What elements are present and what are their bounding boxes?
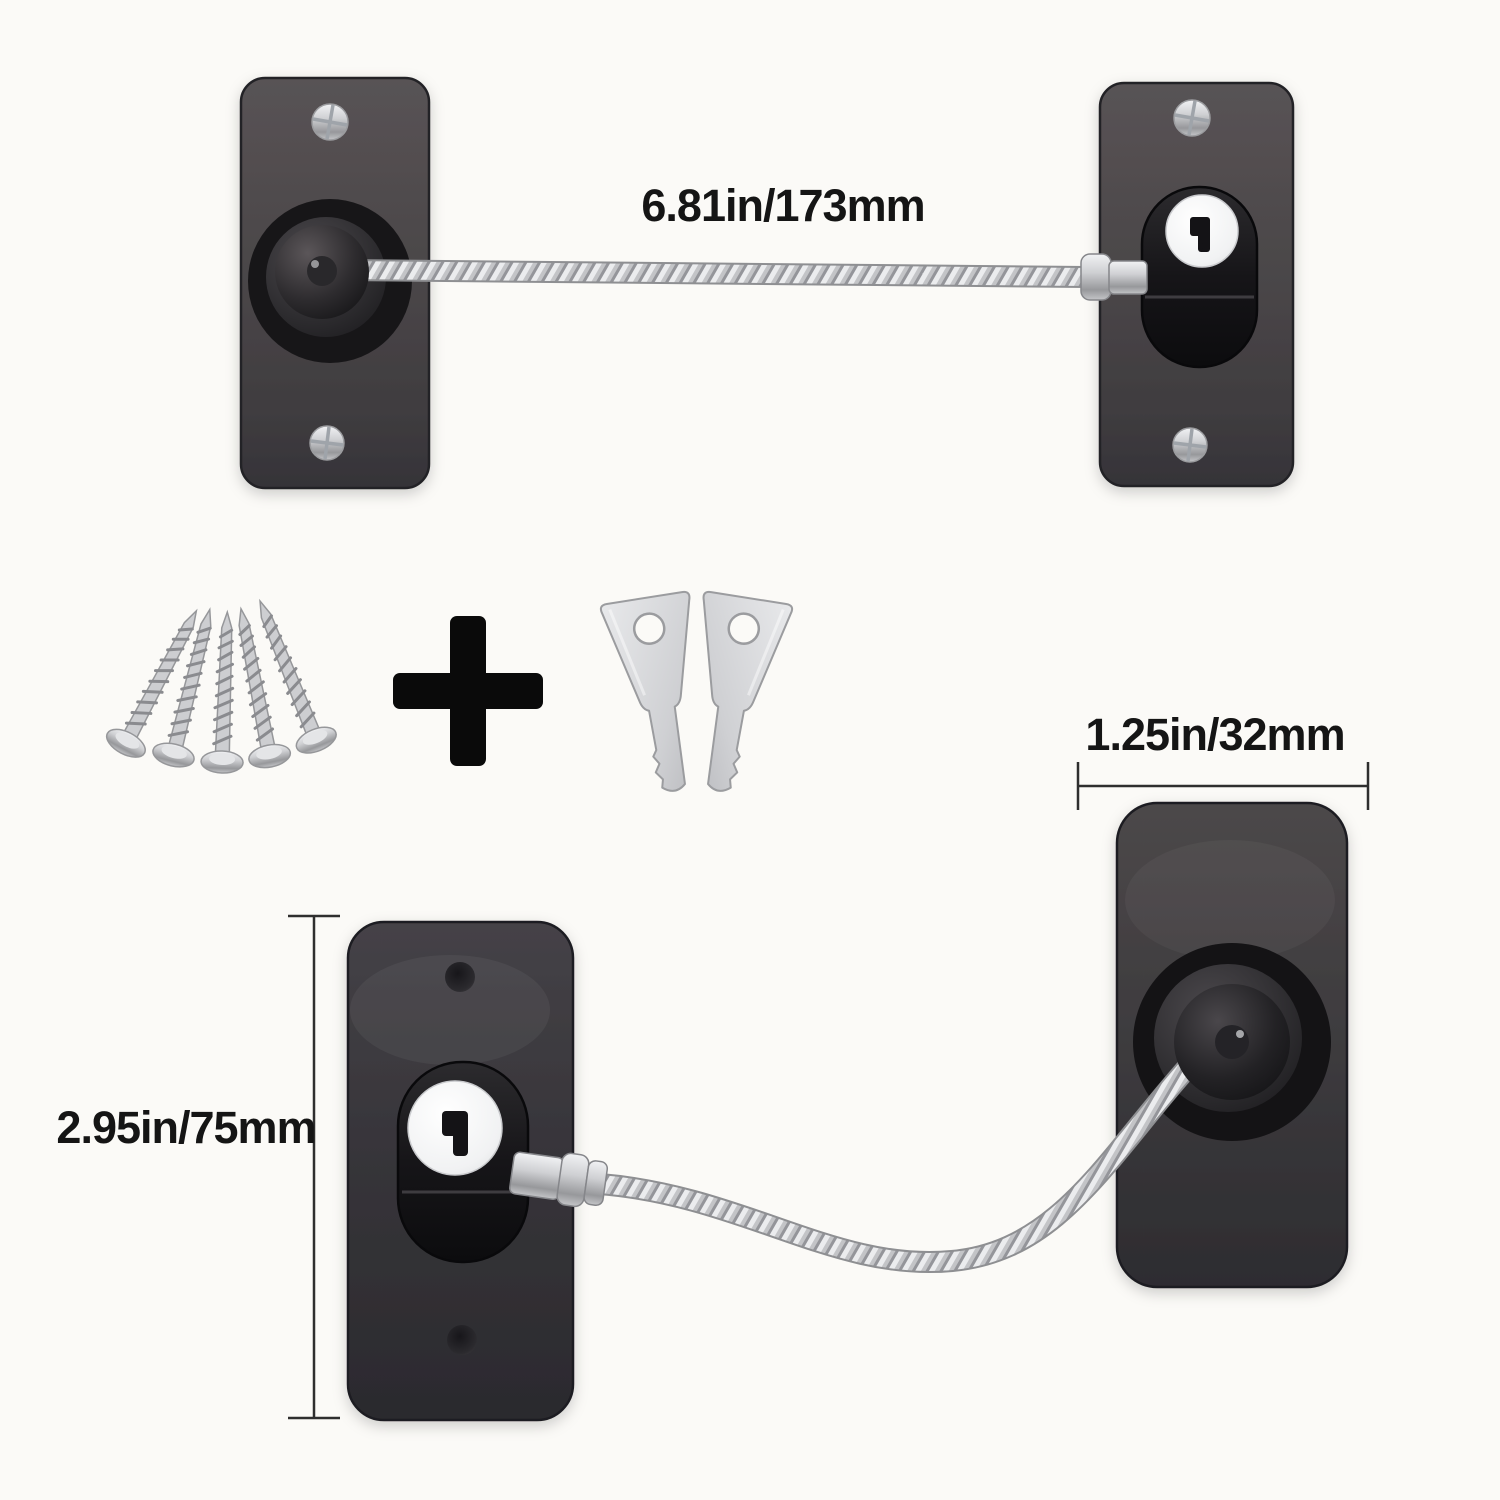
screws-set (100, 591, 342, 776)
plate-height-label: 2.95in/75mm (56, 1102, 316, 1153)
screw-hole (447, 1325, 477, 1355)
mounting-screw-head (311, 103, 349, 141)
installation-kit (100, 589, 795, 800)
cable-length-label: 6.81in/173mm (641, 180, 925, 231)
keyhole-slot (442, 1111, 468, 1156)
plate-width-label: 1.25in/32mm (1085, 709, 1345, 760)
width-dimension-line (1076, 762, 1370, 810)
top-lock-assembly (239, 76, 1295, 490)
mounting-screw-head (1173, 99, 1211, 137)
bottom-lock-assembly (288, 762, 1370, 1422)
cable-ferrule (509, 1151, 609, 1208)
screw-hole (445, 962, 475, 992)
height-dimension-line (288, 914, 340, 1420)
plus-icon (393, 616, 543, 766)
keyhole-lock-body (1080, 185, 1259, 369)
cable-ferrule (1080, 253, 1148, 301)
keys-pair (598, 589, 795, 800)
mounting-screw-head (309, 425, 345, 461)
keyhole-lock-body (396, 1060, 609, 1264)
mounting-screw-head (1172, 427, 1208, 463)
keyhole-slot (1190, 217, 1210, 252)
